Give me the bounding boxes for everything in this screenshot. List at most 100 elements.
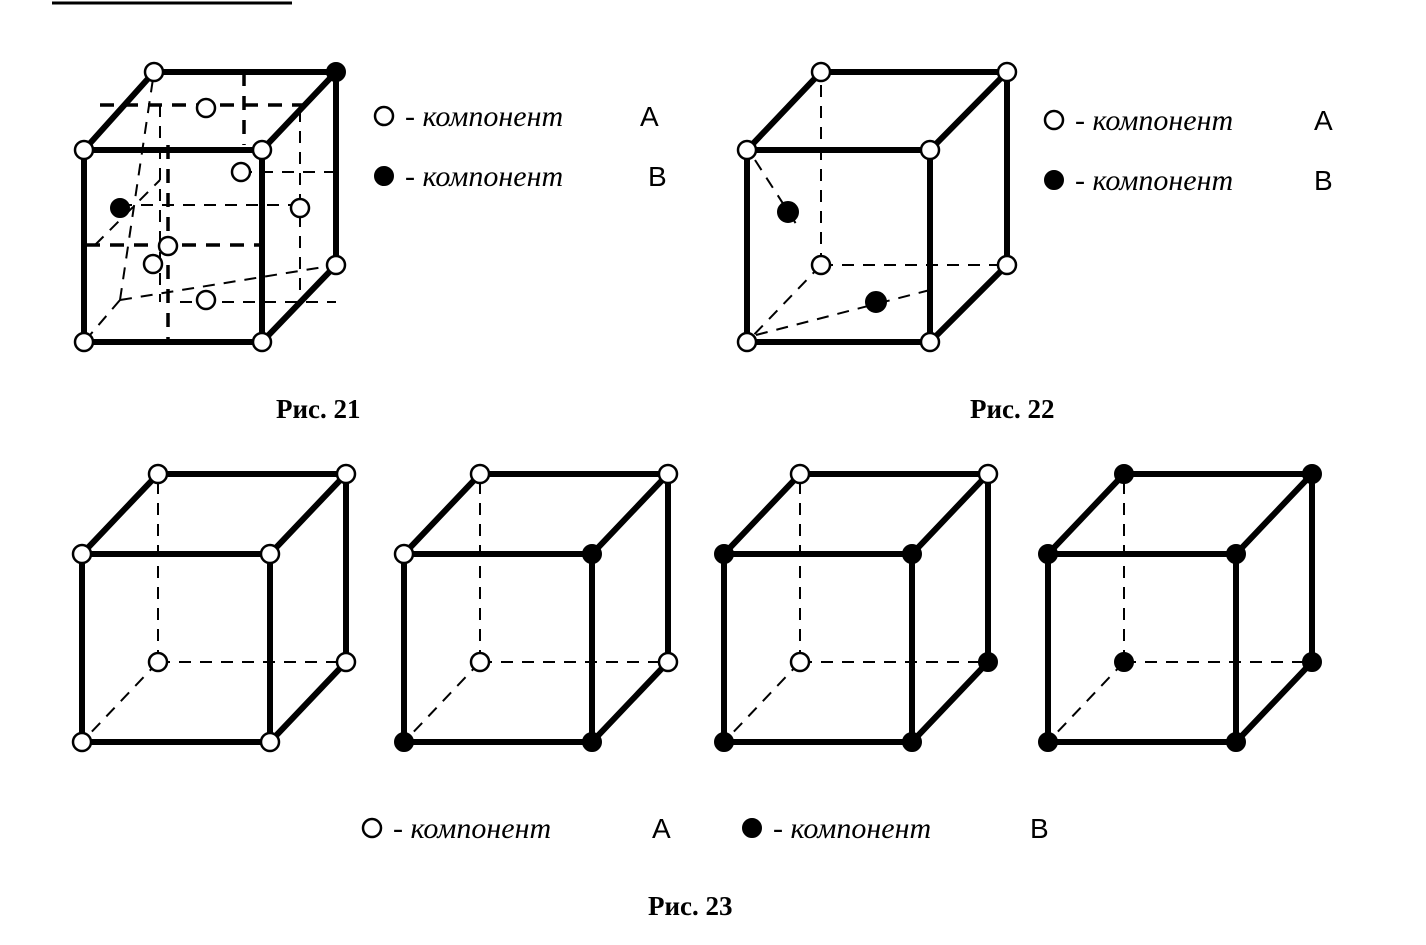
legend-filled-symbol (742, 818, 762, 838)
atom-a (810, 254, 832, 276)
atom-a (736, 139, 758, 161)
hidden-edge (723, 661, 801, 743)
hidden-edge (1047, 661, 1125, 743)
atom-b (394, 732, 414, 752)
atom-b (865, 291, 887, 313)
atom-a (789, 463, 811, 485)
atom-b (1038, 544, 1058, 564)
atom-b (978, 652, 998, 672)
fig23-cubes (71, 463, 1322, 753)
atom-a (977, 463, 999, 485)
legend-label: - компонент (1075, 164, 1233, 197)
atom-a (73, 331, 95, 353)
legend-label: - компонент (773, 812, 931, 845)
legend-open-symbol (373, 105, 395, 127)
atom-b (1038, 732, 1058, 752)
fig23-legend: - компонент A - компонент B (361, 812, 1049, 845)
atom-b (1114, 652, 1134, 672)
cube-edge (1045, 471, 1127, 557)
atom-a (335, 463, 357, 485)
fig22-legend: - компонент A - компонент B (1043, 104, 1333, 197)
fig22-caption: Рис. 22 (970, 394, 1055, 424)
atom-b (1302, 464, 1322, 484)
cube-edge (909, 659, 991, 745)
atom-b (582, 732, 602, 752)
atom-a (157, 235, 179, 257)
legend-letter: B (1314, 165, 1333, 196)
fig23-cube (71, 463, 357, 753)
atom-b (777, 201, 799, 223)
atom-a (71, 543, 93, 565)
legend-label: - компонент (1075, 104, 1233, 137)
legend-open-symbol (1043, 109, 1065, 131)
legend-filled-symbol (374, 166, 394, 186)
legend-letter: B (648, 161, 667, 192)
fig23-cube (714, 463, 999, 752)
cube-edge (721, 471, 803, 557)
atom-a (996, 61, 1018, 83)
fig21-legend: - компонент A - компонент B (373, 100, 667, 193)
atom-b (714, 732, 734, 752)
atom-a (393, 543, 415, 565)
cube-edge (589, 471, 671, 557)
fig21-cube (73, 61, 347, 353)
hidden-edge (81, 661, 159, 743)
atom-b (714, 544, 734, 564)
atom-b (902, 544, 922, 564)
fig23-caption: Рис. 23 (648, 891, 733, 921)
cube-edge (267, 659, 349, 745)
legend-letter: A (640, 101, 659, 132)
atom-a (251, 331, 273, 353)
atom-b (902, 732, 922, 752)
atom-a (195, 97, 217, 119)
legend-letter: B (1030, 813, 1049, 844)
atom-b (110, 198, 130, 218)
fig23-cube (1038, 464, 1322, 752)
atom-a (657, 651, 679, 673)
atom-a (335, 651, 357, 673)
atom-a (259, 543, 281, 565)
legend-label: - компонент (405, 100, 563, 133)
legend-label: - компонент (393, 812, 551, 845)
atom-a (147, 651, 169, 673)
atom-a (919, 331, 941, 353)
atom-b (1226, 732, 1246, 752)
atom-a (195, 289, 217, 311)
atom-a (142, 253, 164, 275)
atom-a (469, 463, 491, 485)
legend-open-symbol (361, 817, 383, 839)
atom-a (736, 331, 758, 353)
atom-a (289, 197, 311, 219)
atom-a (657, 463, 679, 485)
cube-edge (401, 471, 483, 557)
atom-a (996, 254, 1018, 276)
fig21-caption: Рис. 21 (276, 394, 361, 424)
atom-a (143, 61, 165, 83)
cube-edge (1233, 471, 1315, 557)
atom-a (251, 139, 273, 161)
legend-label: - компонент (405, 160, 563, 193)
atom-b (326, 62, 346, 82)
cube-edge (267, 471, 349, 557)
cube-edge (79, 471, 161, 557)
atom-a (919, 139, 941, 161)
cube-edge (589, 659, 671, 745)
legend-letter: A (652, 813, 671, 844)
atom-b (1226, 544, 1246, 564)
atom-a (810, 61, 832, 83)
atom-a (230, 161, 252, 183)
atom-a (259, 731, 281, 753)
atom-a (73, 139, 95, 161)
atom-a (71, 731, 93, 753)
atom-b (1302, 652, 1322, 672)
cube-edge (909, 471, 991, 557)
cube-edge (1233, 659, 1315, 745)
fig22-cube (736, 61, 1018, 353)
atom-a (147, 463, 169, 485)
fig23-cube (393, 463, 679, 752)
atom-b (582, 544, 602, 564)
atom-a (325, 254, 347, 276)
hidden-edge (403, 661, 481, 743)
atom-a (469, 651, 491, 673)
